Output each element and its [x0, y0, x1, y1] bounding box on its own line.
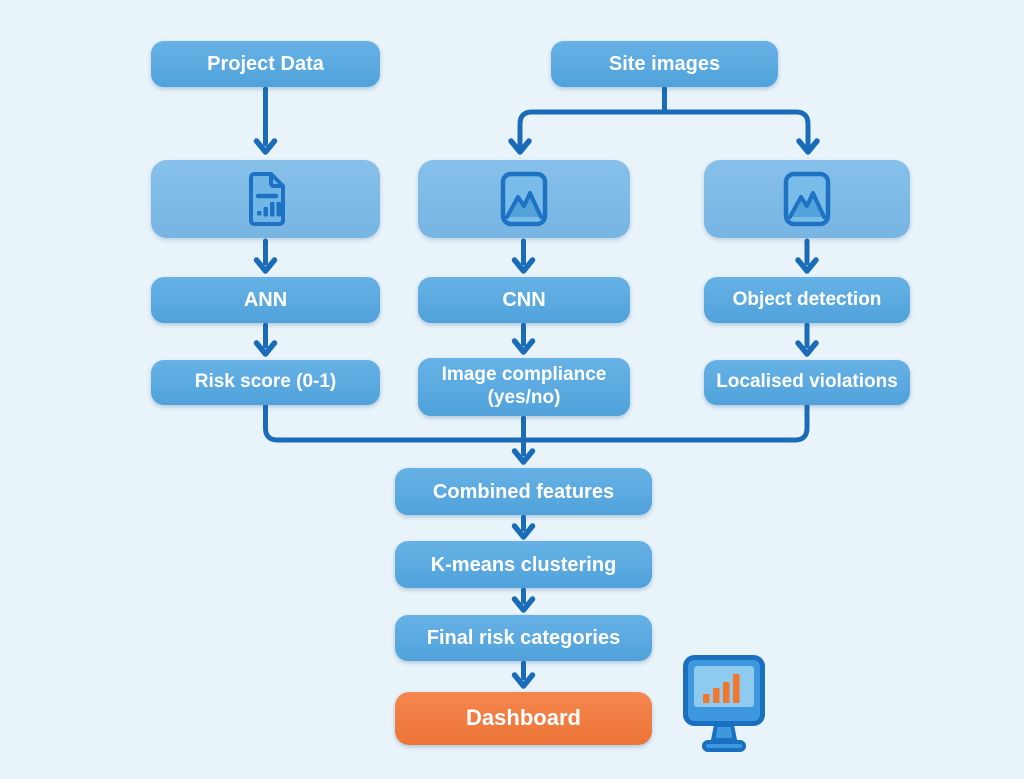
arrowhead — [253, 257, 278, 274]
node-site-images-label: Site images — [608, 53, 721, 75]
node-dashboard-label: Dashboard — [466, 705, 581, 731]
arrowhead — [508, 138, 532, 155]
image-icon — [500, 171, 548, 227]
arrowhead — [511, 257, 536, 274]
arrowhead — [253, 340, 278, 357]
node-ann: ANN — [151, 277, 380, 323]
monitor-chart-icon — [683, 655, 765, 752]
node-project-data-label: Project Data — [207, 53, 324, 75]
node-final-risk-categories: Final risk categories — [395, 615, 652, 661]
node-ann-label: ANN — [243, 289, 288, 311]
arrowhead — [511, 596, 536, 613]
node-site-images: Site images — [551, 41, 778, 87]
arrowhead — [511, 523, 536, 540]
arrowhead — [796, 138, 820, 155]
node-combined-features-label: Combined features — [432, 480, 615, 503]
node-cnn: CNN — [418, 277, 630, 323]
node-risk-score-label: Risk score (0-1) — [194, 371, 337, 393]
node-localised-violations: Localised violations — [704, 360, 910, 405]
node-project-data: Project Data — [151, 41, 380, 87]
image-icon — [783, 171, 831, 227]
node-dashboard: Dashboard — [395, 692, 652, 745]
node-final-risk-categories-label: Final risk categories — [426, 627, 621, 649]
document-chart-icon — [248, 172, 285, 226]
arrowhead — [511, 672, 536, 689]
node-image-input-detection — [704, 160, 910, 238]
node-kmeans-clustering: K-means clustering — [395, 541, 652, 588]
arrowhead — [253, 138, 278, 155]
monitor-illustration — [682, 654, 766, 756]
node-project-data-source — [151, 160, 380, 238]
node-object-detection: Object detection — [704, 277, 910, 323]
node-combined-features: Combined features — [395, 468, 652, 515]
connector-siteimages-branch — [517, 109, 811, 149]
arrowhead — [511, 338, 536, 355]
node-object-detection-label: Object detection — [732, 288, 882, 310]
node-risk-score: Risk score (0-1) — [151, 360, 380, 405]
node-localised-violations-label: Localised violations — [716, 371, 898, 393]
node-image-input-cnn — [418, 160, 630, 238]
node-image-compliance: Image compliance (yes/no) — [418, 358, 630, 416]
node-cnn-label: CNN — [502, 289, 546, 311]
node-image-compliance-label: Image compliance (yes/no) — [441, 364, 607, 408]
arrowhead — [795, 340, 819, 357]
arrowhead — [795, 257, 819, 274]
arrowhead — [511, 448, 536, 465]
node-kmeans-clustering-label: K-means clustering — [430, 553, 617, 576]
